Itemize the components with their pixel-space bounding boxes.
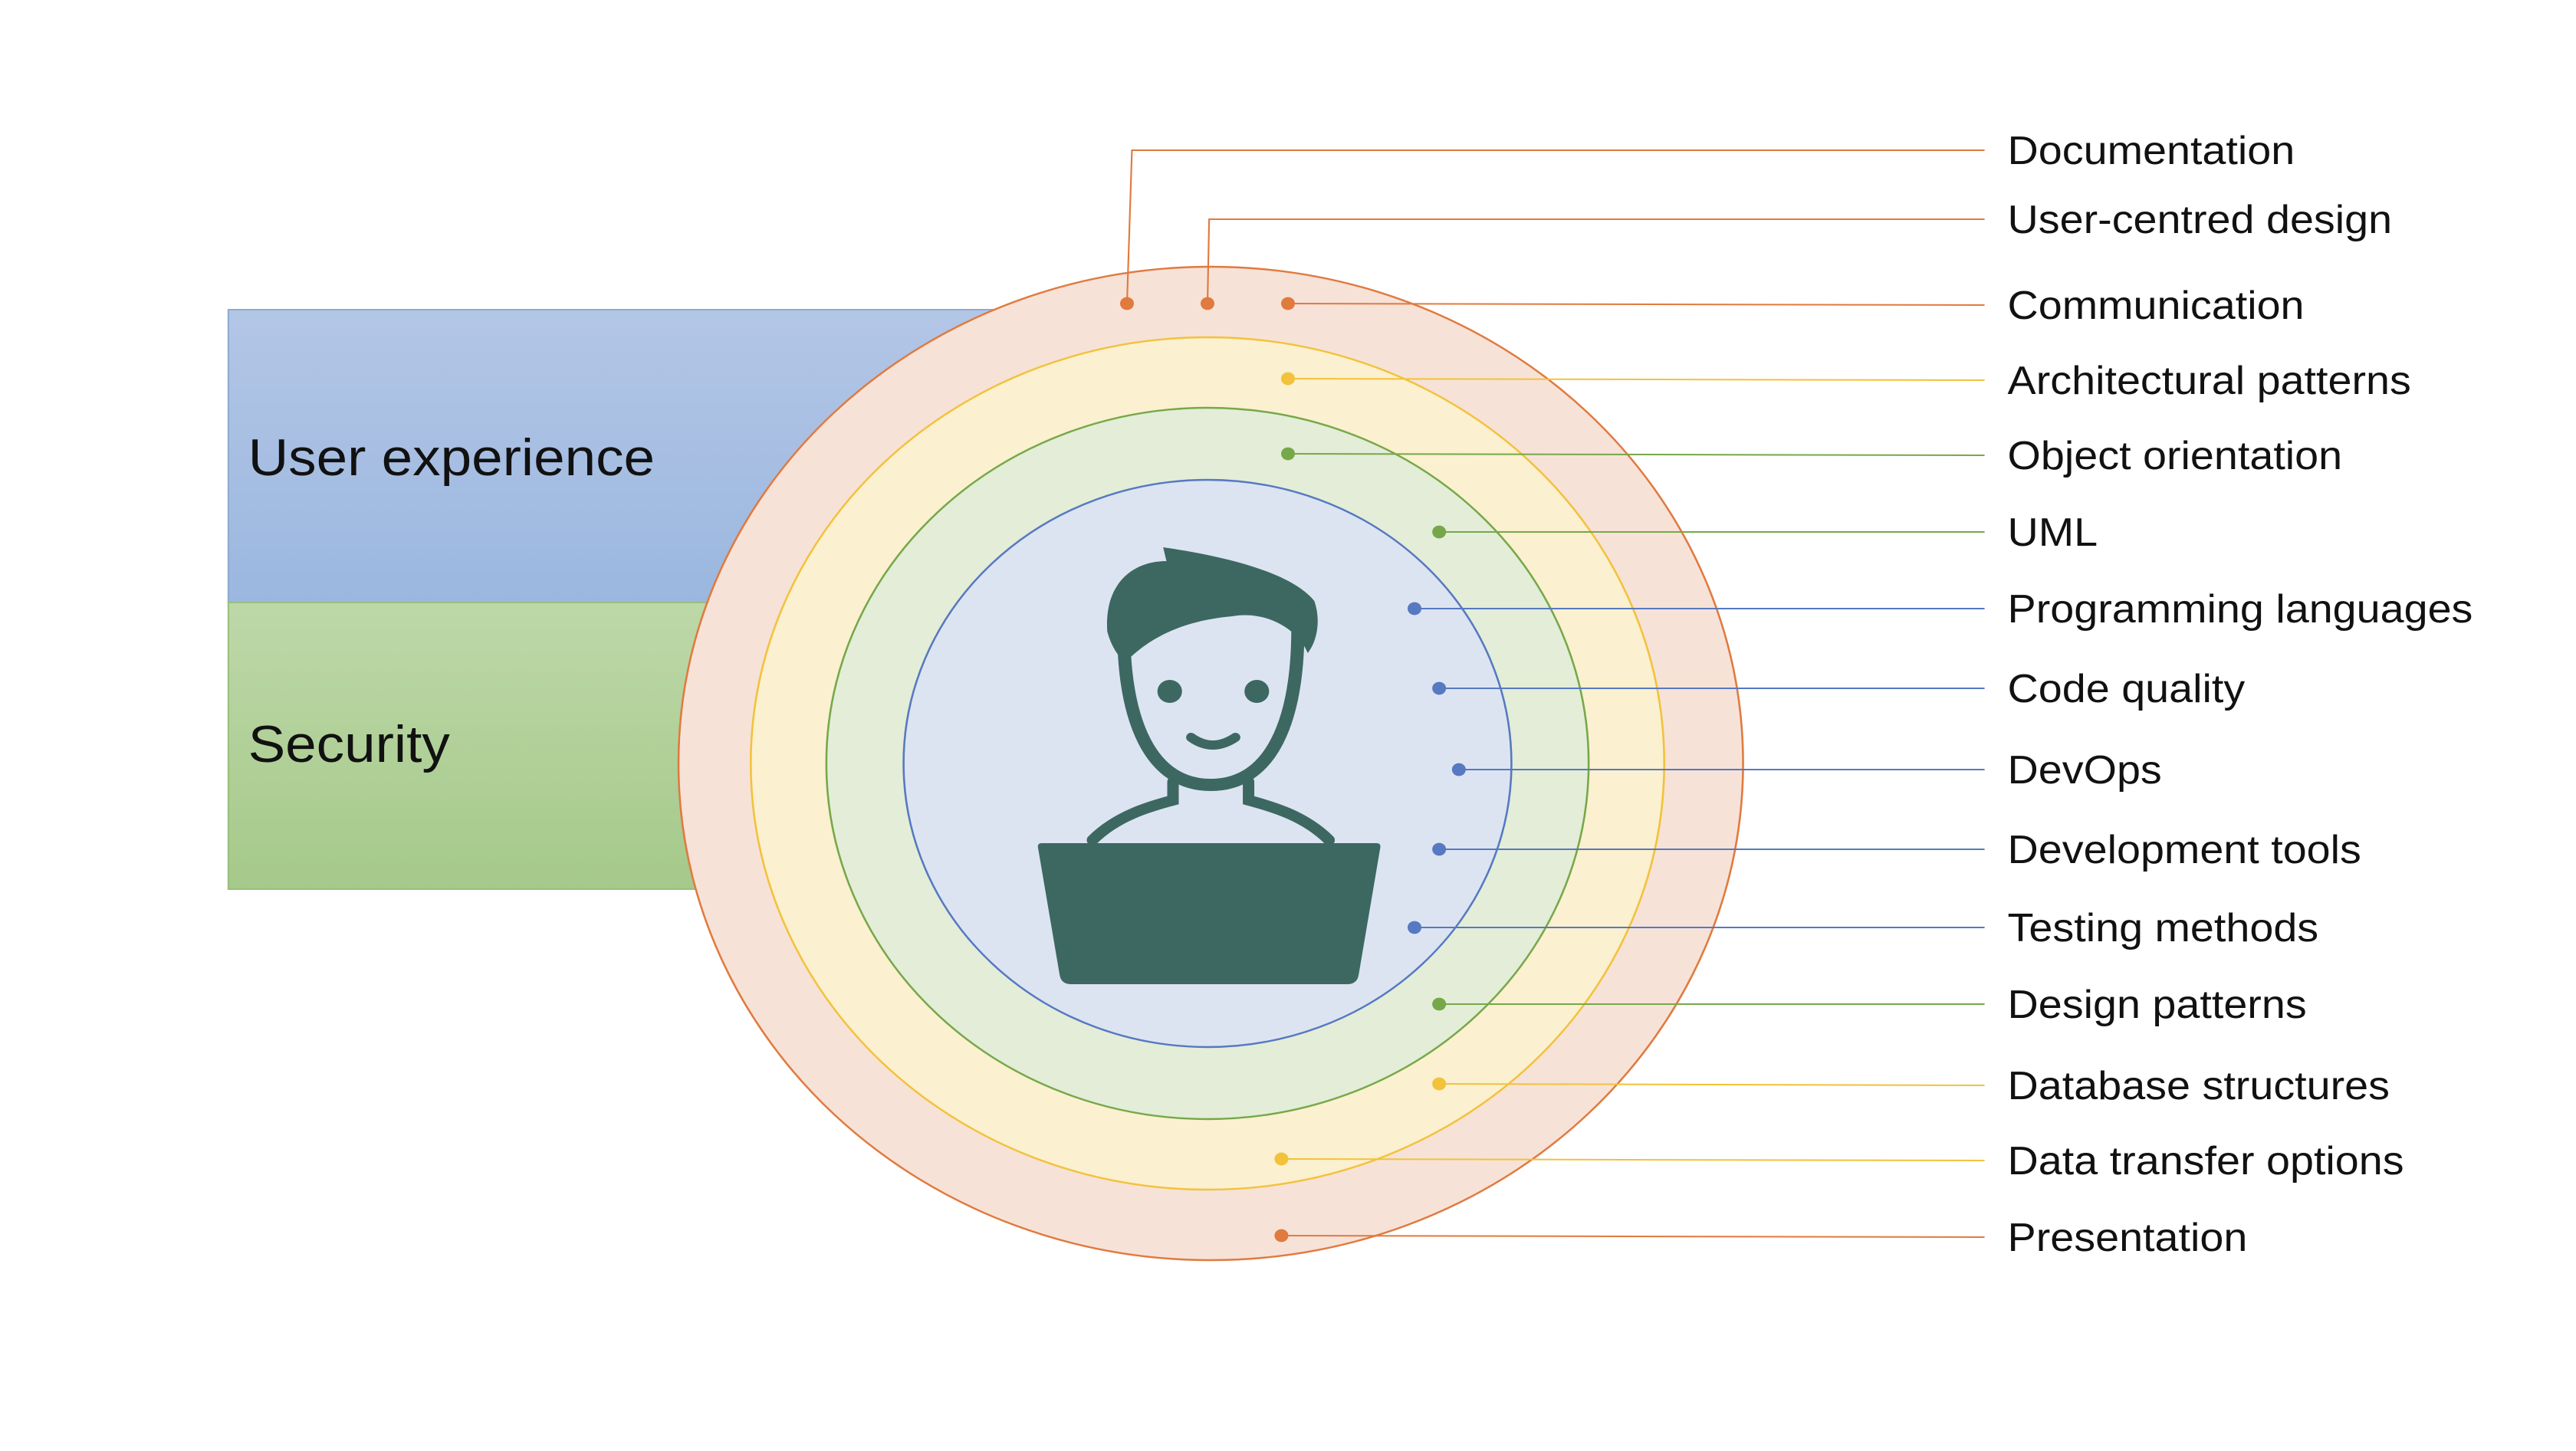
leader-dot-code-quality — [1432, 681, 1447, 695]
label-data-transfer-options: Data transfer options — [2008, 1139, 2404, 1183]
leader-line-object-orientation — [1287, 453, 1985, 456]
leader-line-communication — [1287, 303, 1985, 306]
leader-dot-uml — [1432, 525, 1447, 539]
leader-dot-design-patterns — [1432, 997, 1447, 1011]
label-devops: DevOps — [2008, 748, 2162, 793]
user-experience-label: User experience — [248, 428, 655, 486]
leader-line-documentation — [1125, 149, 1985, 304]
leader-dot-devops — [1451, 763, 1466, 776]
label-documentation: Documentation — [2008, 129, 2295, 173]
label-database-structures: Database structures — [2008, 1064, 2390, 1108]
leader-dot-communication — [1281, 297, 1295, 310]
leader-dot-database-structures — [1432, 1077, 1447, 1091]
label-testing-methods: Testing methods — [2008, 906, 2319, 950]
leader-dot-development-tools — [1432, 842, 1447, 856]
leader-lines — [1120, 149, 1985, 1243]
label-uml: UML — [2008, 510, 2098, 555]
label-communication: Communication — [2008, 284, 2305, 328]
leader-dot-presentation — [1274, 1229, 1289, 1243]
label-presentation: Presentation — [2008, 1216, 2248, 1260]
security-label: Security — [248, 714, 451, 773]
label-object-orientation: Object orientation — [2008, 434, 2343, 478]
label-architectural-patterns: Architectural patterns — [2008, 359, 2411, 403]
leader-dot-architectural-patterns — [1281, 372, 1295, 386]
leader-line-user-centred-design — [1206, 218, 1985, 304]
leader-dot-documentation — [1120, 297, 1134, 310]
leader-dot-testing-methods — [1408, 921, 1421, 934]
leader-line-architectural-patterns — [1287, 378, 1985, 381]
leader-dot-user-centred-design — [1201, 297, 1214, 310]
label-code-quality: Code quality — [2008, 667, 2246, 711]
concentric-rings — [677, 265, 1744, 1262]
label-user-centred-design: User-centred design — [2008, 198, 2393, 242]
leader-dot-programming-languages — [1408, 602, 1421, 616]
leader-line-database-structures — [1439, 1083, 1985, 1086]
label-programming-languages: Programming languages — [2008, 587, 2473, 632]
leader-line-presentation — [1281, 1235, 1985, 1238]
leader-line-data-transfer-options — [1281, 1158, 1985, 1161]
developer-at-laptop-icon — [1037, 547, 1381, 984]
label-development-tools: Development tools — [2008, 828, 2361, 872]
leader-dot-object-orientation — [1281, 447, 1295, 461]
leader-dot-data-transfer-options — [1274, 1152, 1289, 1166]
label-design-patterns: Design patterns — [2008, 983, 2307, 1027]
